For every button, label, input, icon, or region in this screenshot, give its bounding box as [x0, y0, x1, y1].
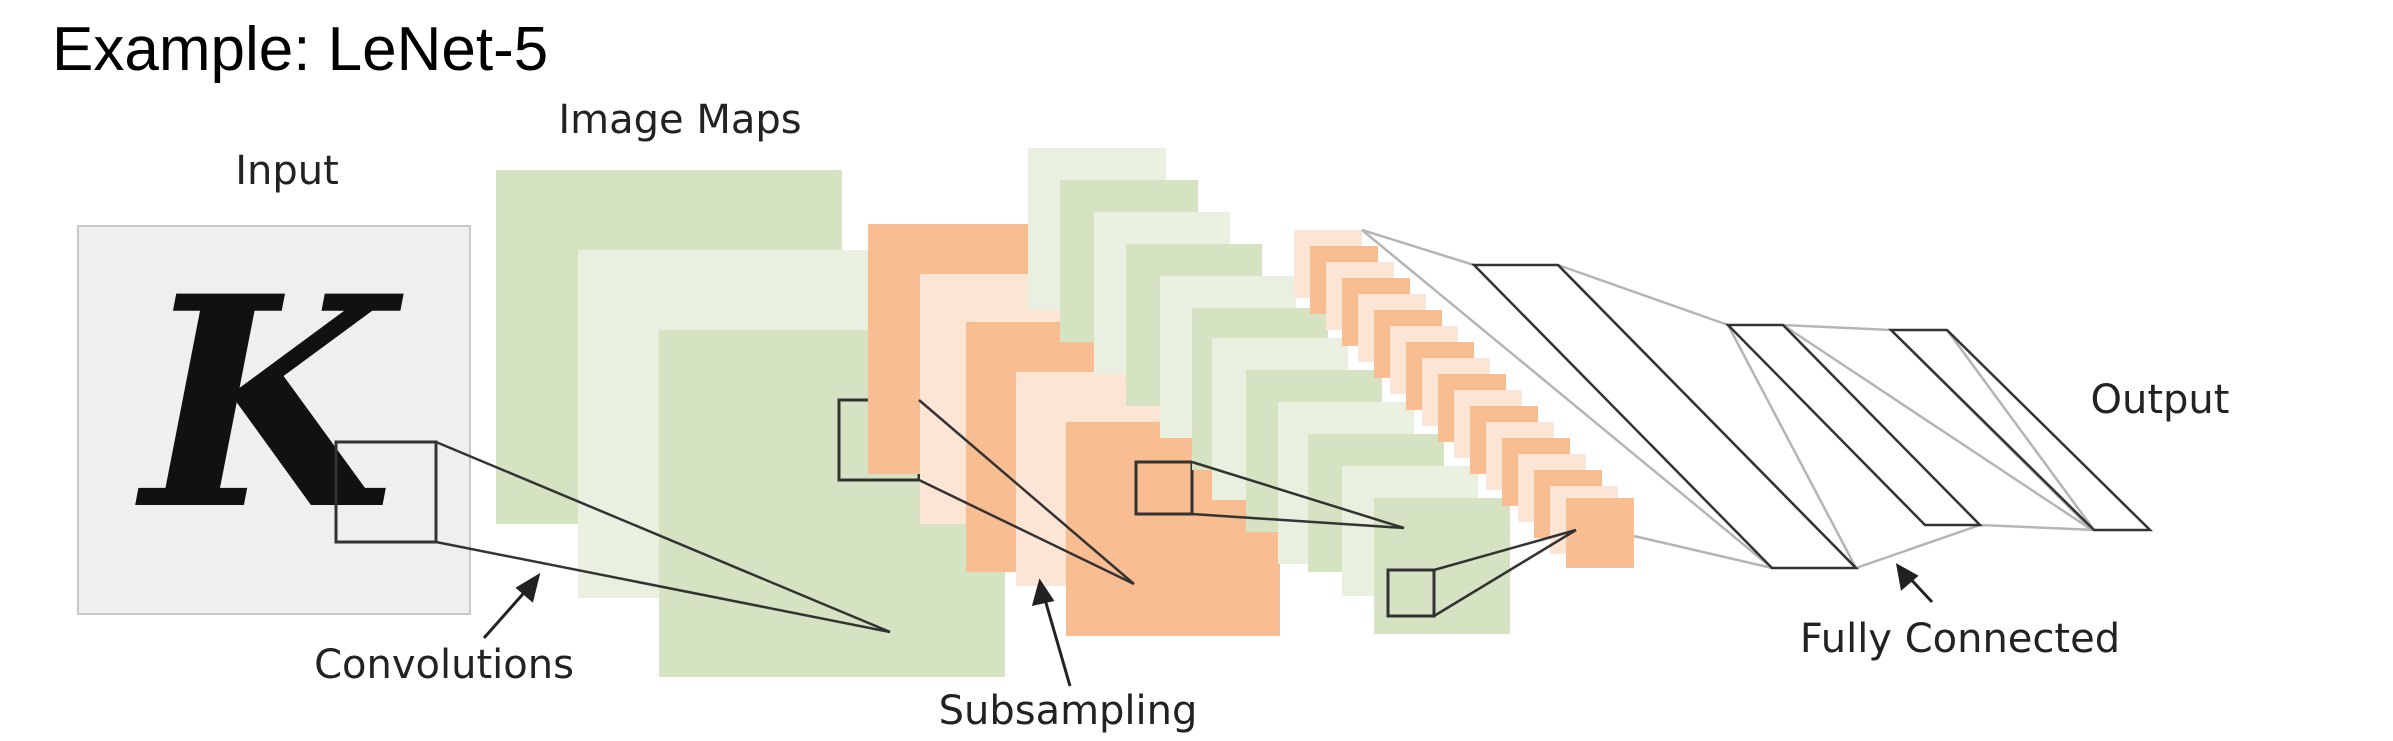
label-input: Input	[235, 148, 339, 194]
input-image: K	[77, 225, 471, 615]
subsampling1-receptive-field	[1134, 460, 1194, 516]
fc-layer-1	[1471, 263, 1859, 570]
input-letter-k: K	[133, 234, 405, 574]
conv2-receptive-field	[1386, 568, 1436, 618]
annotation-arrows	[482, 563, 1934, 687]
label-subsampling: Subsampling	[939, 688, 1198, 734]
label-image-maps: Image Maps	[558, 97, 801, 143]
slide-title: Example: LeNet-5	[52, 15, 549, 84]
label-output: Output	[2091, 377, 2230, 423]
input-receptive-field	[334, 440, 438, 544]
label-convolutions: Convolutions	[314, 642, 574, 688]
projection-lines	[435, 399, 1577, 634]
label-fully-connected: Fully Connected	[1800, 616, 2120, 662]
fc-layer-output	[1887, 328, 2154, 532]
subsampling2-maps	[1294, 230, 1634, 568]
fully-connected-layers	[1361, 228, 2154, 570]
fc-layer-2	[1725, 323, 1983, 527]
conv1-feature-maps	[496, 170, 1005, 677]
